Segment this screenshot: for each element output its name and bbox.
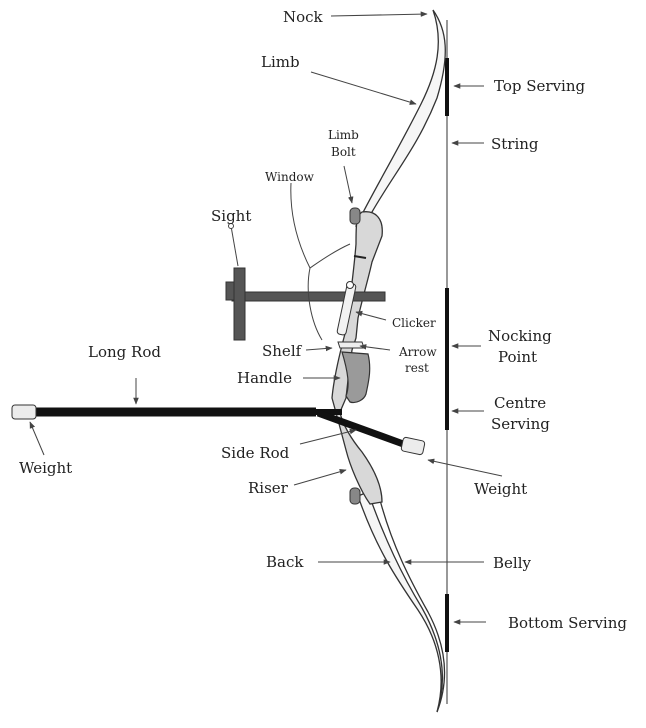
- leader-limb: [310, 71, 417, 105]
- limb-bolt-bottom: [349, 487, 361, 505]
- window-bracket: [290, 182, 323, 341]
- label-belly: Belly: [493, 554, 531, 572]
- label-limb-bolt-2: Bolt: [331, 145, 356, 159]
- label-long-rod: Long Rod: [88, 343, 161, 361]
- label-handle: Handle: [237, 369, 292, 387]
- leader-weight-left: [29, 421, 45, 456]
- label-arrow-rest-1: Arrow: [398, 345, 437, 359]
- side-rod: [316, 409, 408, 449]
- label-clicker: Clicker: [392, 316, 436, 330]
- centre-serving-mark: [445, 288, 449, 430]
- label-limb: Limb: [261, 53, 300, 71]
- leader-clicker: [355, 310, 387, 321]
- label-shelf: Shelf: [262, 342, 303, 360]
- label-side-rod: Side Rod: [221, 444, 290, 462]
- riser-body: [331, 211, 383, 505]
- leader-weight-right: [427, 458, 503, 477]
- weight-left-shape: [11, 404, 37, 420]
- lower-limb: [357, 491, 444, 713]
- weight-right-shape: [400, 436, 426, 456]
- label-weight-right: Weight: [474, 480, 527, 498]
- arrow-rest: [337, 341, 365, 349]
- leader-nock: [330, 11, 428, 17]
- sight-pin: [233, 267, 246, 341]
- leader-limb-bolt: [343, 165, 354, 204]
- label-riser: Riser: [248, 479, 289, 497]
- leader-shelf: [305, 345, 333, 352]
- leader-sight: [230, 225, 239, 267]
- leader-riser: [293, 469, 347, 486]
- clicker-pivot: [346, 281, 354, 289]
- label-weight-left: Weight: [19, 459, 72, 477]
- label-arrow-rest-2: rest: [405, 361, 429, 375]
- label-string: String: [491, 135, 539, 153]
- window-bracket-2: [309, 243, 351, 269]
- leader-side-rod: [299, 428, 357, 445]
- label-window: Window: [265, 170, 315, 184]
- upper-limb: [355, 9, 446, 229]
- lower-limb-outer: [379, 499, 446, 713]
- label-back: Back: [266, 553, 304, 571]
- label-top-serving: Top Serving: [494, 77, 585, 95]
- label-bottom-serving: Bottom Serving: [508, 614, 627, 632]
- leader-sight-dot: [228, 223, 234, 229]
- limb-bolt-top: [349, 207, 361, 225]
- riser-mark: [353, 255, 367, 259]
- grip: [341, 351, 371, 404]
- bottom-serving-mark: [445, 594, 449, 652]
- leader-arrow-rest: [359, 344, 391, 351]
- label-nocking-point-2: Point: [498, 348, 537, 366]
- label-centre-serving-1: Centre: [494, 394, 546, 412]
- label-centre-serving-2: Serving: [491, 415, 550, 433]
- label-limb-bolt-1: Limb: [328, 128, 359, 142]
- label-sight: Sight: [211, 207, 251, 225]
- label-nock: Nock: [283, 8, 324, 26]
- top-serving-mark: [445, 58, 449, 116]
- label-nocking-point-1: Nocking: [488, 327, 552, 345]
